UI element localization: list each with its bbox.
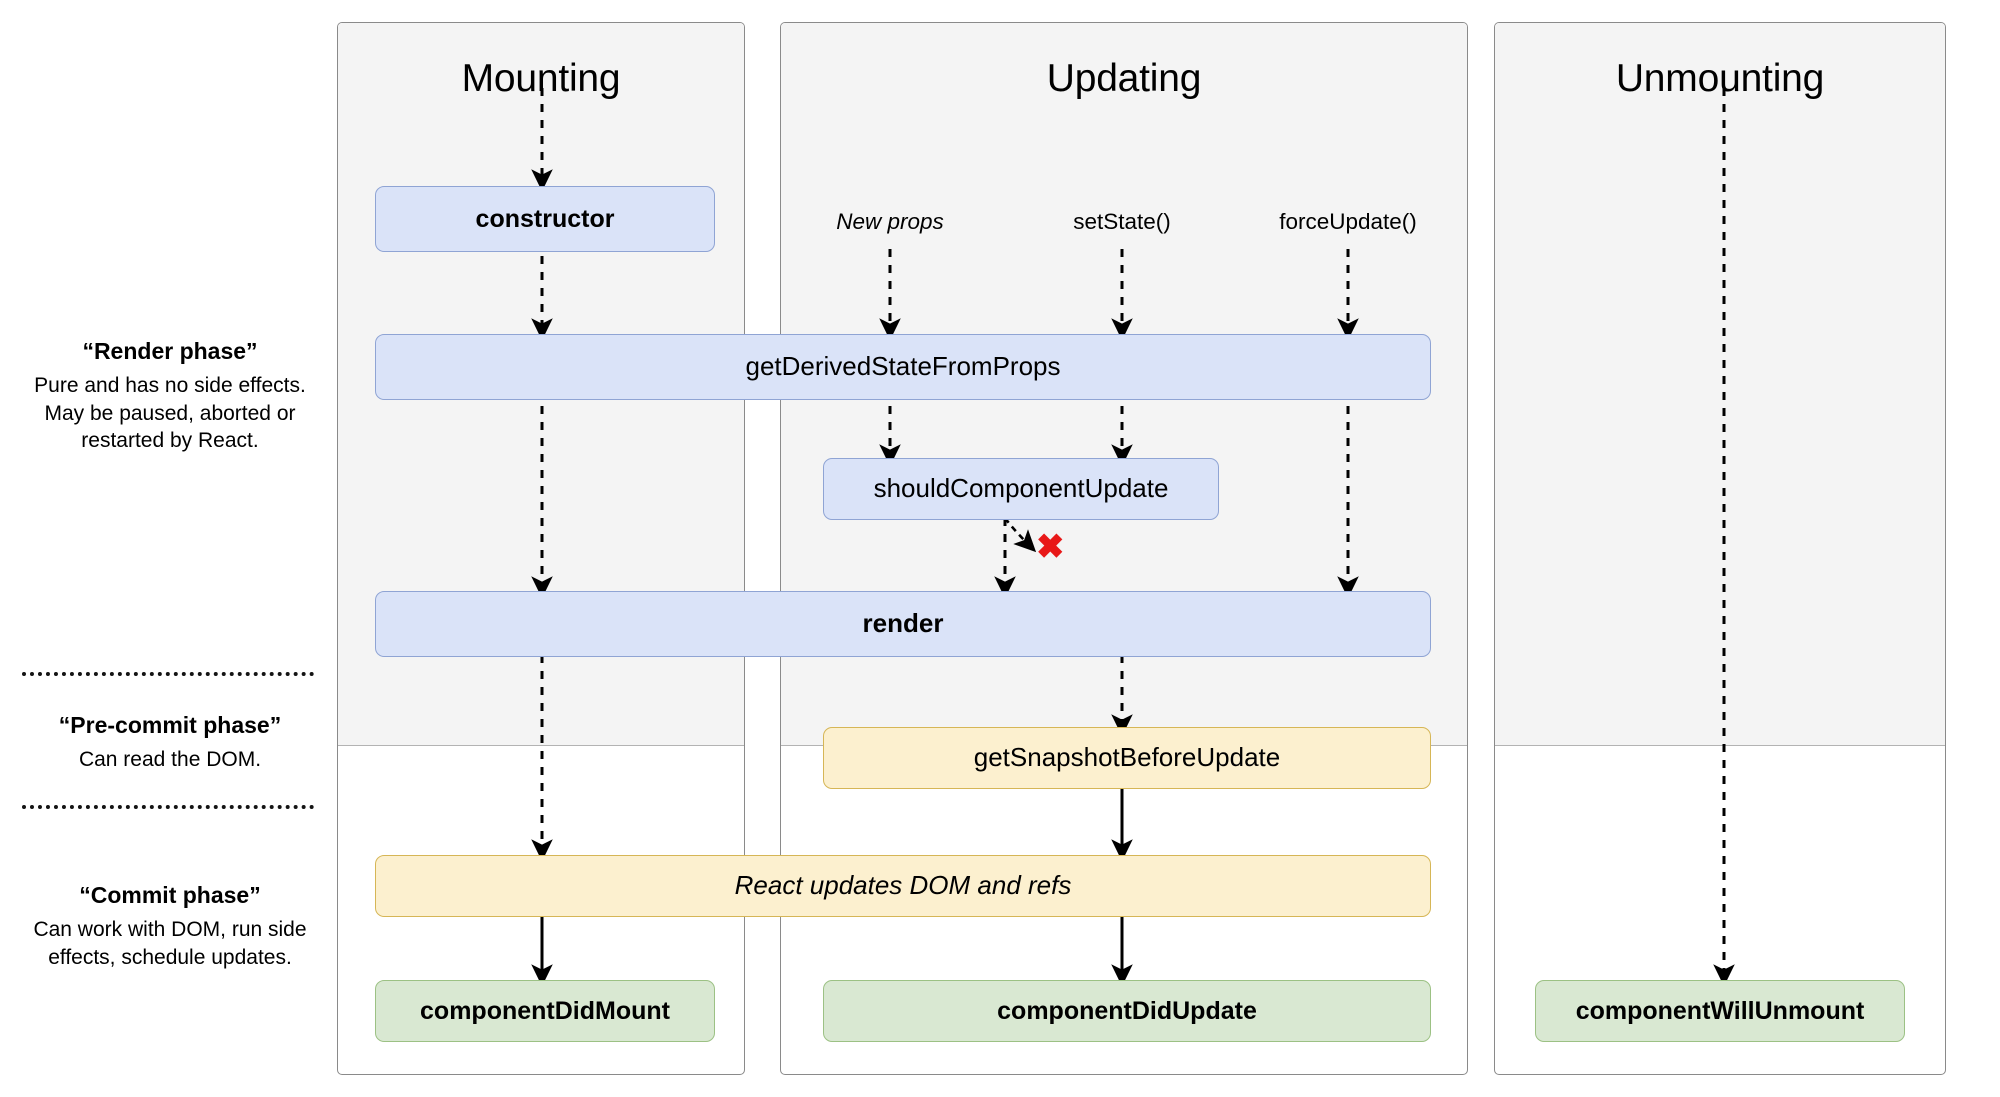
node-render-label: render	[862, 608, 944, 639]
column-updating: Updating	[780, 22, 1468, 1075]
column-unmounting-render-region	[1495, 23, 1945, 746]
node-component-will-unmount-label: componentWillUnmount	[1575, 996, 1865, 1025]
node-constructor-label: constructor	[475, 204, 615, 233]
column-unmounting: Unmounting	[1494, 22, 1946, 1075]
column-updating-title: Updating	[1046, 57, 1202, 100]
node-get-derived-state-from-props[interactable]: getDerivedStateFromProps	[375, 334, 1431, 400]
node-component-did-update-label: componentDidUpdate	[997, 996, 1257, 1025]
column-unmounting-title: Unmounting	[1615, 57, 1825, 100]
node-should-component-update-label: shouldComponentUpdate	[873, 473, 1169, 504]
column-mounting-title: Mounting	[461, 57, 621, 100]
node-component-did-mount[interactable]: componentDidMount	[375, 980, 715, 1042]
node-get-snapshot-before-update-label: getSnapshotBeforeUpdate	[973, 742, 1281, 773]
node-component-did-mount-label: componentDidMount	[420, 996, 670, 1025]
node-get-derived-state-from-props-label: getDerivedStateFromProps	[745, 351, 1061, 382]
node-react-updates-dom-and-refs[interactable]: React updates DOM and refs	[375, 855, 1431, 917]
node-should-component-update[interactable]: shouldComponentUpdate	[823, 458, 1219, 520]
phase-label-render: “Render phase” Pure and has no side effe…	[20, 336, 320, 455]
column-mounting: Mounting	[337, 22, 745, 1075]
phase-label-commit: “Commit phase” Can work with DOM, run si…	[20, 880, 320, 971]
phase-divider-bottom	[22, 805, 314, 809]
phase-label-pre-commit-heading: “Pre-commit phase”	[58, 712, 282, 738]
node-component-will-unmount[interactable]: componentWillUnmount	[1535, 980, 1905, 1042]
phase-label-render-body: Pure and has no side effects. May be pau…	[34, 374, 306, 453]
trigger-new-props: New props	[836, 209, 944, 234]
node-get-snapshot-before-update[interactable]: getSnapshotBeforeUpdate	[823, 727, 1431, 789]
trigger-force-update: forceUpdate()	[1279, 209, 1417, 234]
node-render[interactable]: render	[375, 591, 1431, 657]
node-constructor[interactable]: constructor	[375, 186, 715, 252]
phase-label-render-heading: “Render phase”	[82, 338, 258, 364]
phase-label-commit-heading: “Commit phase”	[79, 882, 261, 908]
node-component-did-update[interactable]: componentDidUpdate	[823, 980, 1431, 1042]
phase-divider-top	[22, 672, 314, 676]
trigger-set-state: setState()	[1073, 209, 1171, 234]
node-react-updates-dom-and-refs-label: React updates DOM and refs	[734, 870, 1072, 901]
phase-label-pre-commit: “Pre-commit phase” Can read the DOM.	[14, 710, 326, 774]
phase-label-pre-commit-body: Can read the DOM.	[78, 748, 262, 772]
phase-label-commit-body: Can work with DOM, run side effects, sch…	[33, 918, 307, 969]
abort-marker-icon: ✖	[1036, 528, 1065, 566]
